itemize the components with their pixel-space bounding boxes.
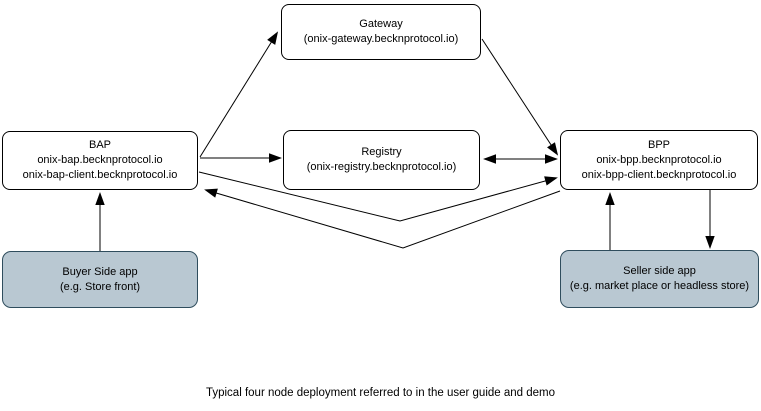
node-seller-app: Seller side app (e.g. market place or he… <box>560 250 759 308</box>
node-bap-client-host: onix-bap-client.becknprotocol.io <box>22 169 178 181</box>
node-gateway-host: (onix-gateway.becknprotocol.io) <box>303 33 459 45</box>
node-bpp-title: BPP <box>647 138 670 151</box>
node-registry-host: (onix-registry.becknprotocol.io) <box>306 161 457 173</box>
node-buyer-app-title: Buyer Side app <box>62 265 138 278</box>
arrow-bap-to-bpp-chevron <box>198 171 558 222</box>
node-bpp-client-host: onix-bpp-client.becknprotocol.io <box>581 168 737 181</box>
node-gateway-title: Gateway <box>359 18 403 30</box>
node-buyer-app-example: (e.g. Store front) <box>59 280 141 293</box>
node-bpp-host: onix-bpp.becknprotocol.io <box>596 153 722 166</box>
arrow-bap-to-gateway <box>199 31 279 158</box>
node-registry: Registry (onix-registry.becknprotocol.io… <box>283 130 480 190</box>
arrow-bpp-to-bap-chevron <box>204 188 561 249</box>
node-seller-app-example: (e.g. market place or headless store) <box>569 280 750 292</box>
node-buyer-app: Buyer Side app (e.g. Store front) <box>2 251 198 308</box>
node-bpp: BPP onix-bpp.becknprotocol.io onix-bpp-c… <box>560 130 758 190</box>
node-bap: BAP onix-bap.becknprotocol.io onix-bap-c… <box>2 131 198 190</box>
diagram-caption: Typical four node deployment referred to… <box>205 387 556 399</box>
node-registry-title: Registry <box>361 146 402 158</box>
node-bap-title: BAP <box>88 139 111 151</box>
node-seller-app-title: Seller side app <box>623 265 696 277</box>
node-gateway: Gateway (onix-gateway.becknprotocol.io) <box>281 4 481 60</box>
node-bap-host: onix-bap.becknprotocol.io <box>37 154 163 166</box>
arrow-gateway-to-bpp <box>481 38 559 156</box>
